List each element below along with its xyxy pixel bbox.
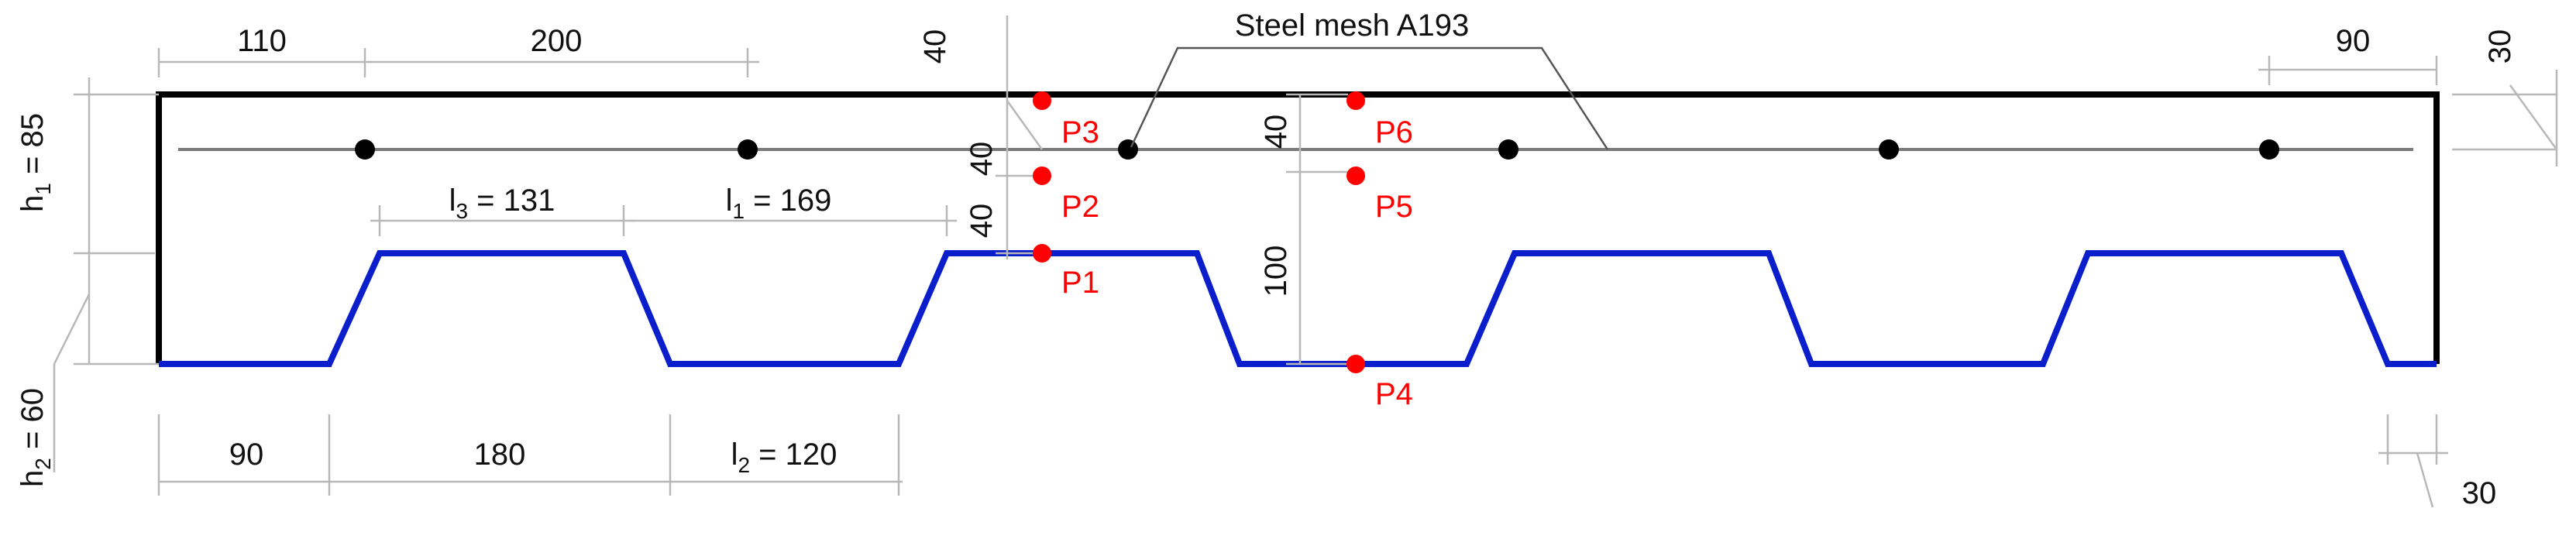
left-height-dimensions: h1 = 85 h2 = 60 xyxy=(15,77,159,487)
right-cover-dimension: 30 xyxy=(2452,29,2558,167)
dim-l2: l2 = 120 xyxy=(731,438,837,477)
rebar-dot xyxy=(1498,139,1518,160)
rib-dimensions-top: l3 = 131 l1 = 169 xyxy=(370,184,957,236)
mesh-callout: Steel mesh A193 xyxy=(1130,9,1609,150)
point-p3-label: P3 xyxy=(1061,115,1099,149)
point-p4 xyxy=(1346,355,1365,373)
rebar-dot xyxy=(1118,139,1138,160)
measurement-points: P1 P2 P3 P4 P5 P6 xyxy=(1033,91,1413,411)
mesh-label: Steel mesh A193 xyxy=(1235,9,1469,43)
rebar-dot xyxy=(1879,139,1899,160)
dim-vertical-40-mid: 40 xyxy=(965,142,999,177)
point-p6-label: P6 xyxy=(1375,115,1413,149)
right-point-dimensions: 40 100 xyxy=(1259,93,1348,366)
dim-cover-30-right: 30 xyxy=(2483,29,2517,64)
dim-vertical-40-low: 40 xyxy=(965,204,999,239)
dim-l3: l3 = 131 xyxy=(449,184,555,223)
dim-top-90: 90 xyxy=(2336,24,2371,58)
point-p6 xyxy=(1346,91,1365,110)
point-p3 xyxy=(1033,91,1051,110)
point-p5-label: P5 xyxy=(1375,190,1413,224)
dim-bottom-90: 90 xyxy=(229,438,264,472)
rebar-dot xyxy=(2259,139,2279,160)
dim-h1: h1 = 85 xyxy=(15,113,55,212)
top-dimensions: 110 200 90 xyxy=(157,24,2438,85)
dim-vertical-40-top: 40 xyxy=(918,29,952,64)
dim-vertical-40-right: 40 xyxy=(1259,115,1293,149)
dim-h2: h2 = 60 xyxy=(15,388,55,487)
dim-l1: l1 = 169 xyxy=(726,184,832,223)
mesh-leader-left xyxy=(1130,46,1609,150)
dim-vertical-100: 100 xyxy=(1259,245,1293,297)
rebar-dot xyxy=(738,139,758,160)
dim-top-110: 110 xyxy=(237,24,287,58)
point-p1 xyxy=(1033,244,1051,263)
point-p2 xyxy=(1033,167,1051,185)
rebar-dot xyxy=(355,139,375,160)
point-p4-label: P4 xyxy=(1375,377,1413,411)
dim-bottom-180: 180 xyxy=(474,438,526,472)
point-p5 xyxy=(1346,167,1365,185)
point-p1-label: P1 xyxy=(1061,266,1099,300)
steel-deck-profile xyxy=(159,250,2437,367)
point-p2-label: P2 xyxy=(1061,190,1099,224)
dim-bottom-30: 30 xyxy=(2462,476,2497,510)
slab-outline xyxy=(156,91,2440,364)
left-point-dimensions: 40 40 40 xyxy=(918,15,1044,259)
dim-top-200: 200 xyxy=(531,24,583,58)
bottom-dimensions: 90 180 l2 = 120 30 xyxy=(157,414,2497,510)
